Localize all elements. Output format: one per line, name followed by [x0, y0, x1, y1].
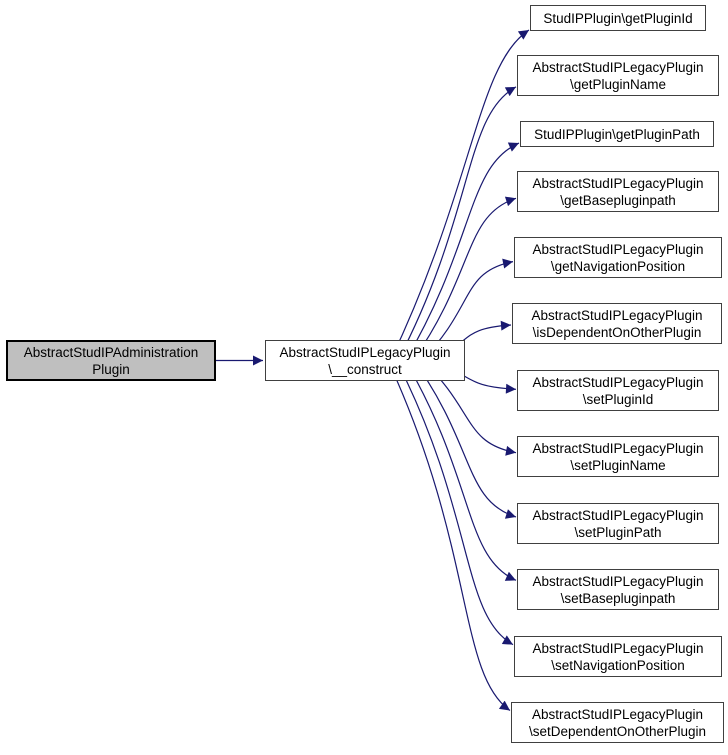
- node-setBasepluginpath[interactable]: AbstractStudIPLegacyPlugin \setBaseplugi…: [517, 569, 719, 610]
- node-label-line1: StudIPPlugin\getPluginId: [543, 10, 693, 26]
- node-label-line1: AbstractStudIPAdministration: [23, 344, 199, 360]
- node-label-line2: \getPluginName: [569, 76, 667, 92]
- node-construct[interactable]: AbstractStudIPLegacyPlugin \__construct: [265, 340, 465, 381]
- node-label-line1: AbstractStudIPLegacyPlugin: [532, 440, 704, 456]
- node-label-line1: AbstractStudIPLegacyPlugin: [532, 640, 704, 656]
- node-label-line2: \setPluginId: [582, 391, 654, 407]
- node-setNavigationPosition[interactable]: AbstractStudIPLegacyPlugin \setNavigatio…: [514, 636, 722, 677]
- node-label-line1: AbstractStudIPLegacyPlugin: [532, 241, 704, 257]
- node-label-line2: \__construct: [328, 361, 402, 377]
- node-label-line2: \isDependentOnOtherPlugin: [532, 324, 702, 340]
- node-label-line1: StudIPPlugin\getPluginPath: [534, 126, 700, 142]
- node-getPluginId[interactable]: StudIPPlugin\getPluginId: [530, 5, 706, 31]
- node-label-line2: \setPluginName: [570, 457, 666, 473]
- node-getPluginPath[interactable]: StudIPPlugin\getPluginPath: [520, 121, 714, 147]
- node-label-line2: \setBasepluginpath: [560, 590, 676, 606]
- node-label-line2: Plugin: [92, 361, 130, 377]
- node-getNavigationPosition[interactable]: AbstractStudIPLegacyPlugin \getNavigatio…: [514, 237, 722, 278]
- node-label-line1: AbstractStudIPLegacyPlugin: [532, 59, 704, 75]
- node-setPluginName[interactable]: AbstractStudIPLegacyPlugin \setPluginNam…: [517, 436, 719, 477]
- node-label-line1: AbstractStudIPLegacyPlugin: [532, 175, 704, 191]
- node-caller: AbstractStudIPAdministration Plugin: [6, 340, 216, 381]
- node-getPluginName[interactable]: AbstractStudIPLegacyPlugin \getPluginNam…: [517, 55, 719, 96]
- node-label-line1: AbstractStudIPLegacyPlugin: [532, 507, 704, 523]
- node-setPluginId[interactable]: AbstractStudIPLegacyPlugin \setPluginId: [517, 370, 719, 411]
- node-label-line2: \getBasepluginpath: [560, 192, 676, 208]
- node-label-line1: AbstractStudIPLegacyPlugin: [531, 706, 704, 722]
- node-label-line2: \setDependentOnOtherPlugin: [528, 723, 707, 739]
- node-label-line2: \getNavigationPosition: [550, 258, 686, 274]
- node-getBasepluginpath[interactable]: AbstractStudIPLegacyPlugin \getBaseplugi…: [517, 171, 719, 212]
- node-label-line2: \setPluginPath: [574, 524, 662, 540]
- node-label-line2: \setNavigationPosition: [551, 657, 685, 673]
- node-label-line1: AbstractStudIPLegacyPlugin: [531, 307, 703, 323]
- node-label-line1: AbstractStudIPLegacyPlugin: [279, 344, 451, 360]
- node-isDependentOnOtherPlugin[interactable]: AbstractStudIPLegacyPlugin \isDependentO…: [512, 303, 722, 344]
- node-label-line1: AbstractStudIPLegacyPlugin: [532, 374, 704, 390]
- node-setPluginPath[interactable]: AbstractStudIPLegacyPlugin \setPluginPat…: [517, 503, 719, 544]
- node-label-line1: AbstractStudIPLegacyPlugin: [532, 573, 704, 589]
- node-setDependentOnOtherPlugin[interactable]: AbstractStudIPLegacyPlugin \setDependent…: [511, 702, 724, 743]
